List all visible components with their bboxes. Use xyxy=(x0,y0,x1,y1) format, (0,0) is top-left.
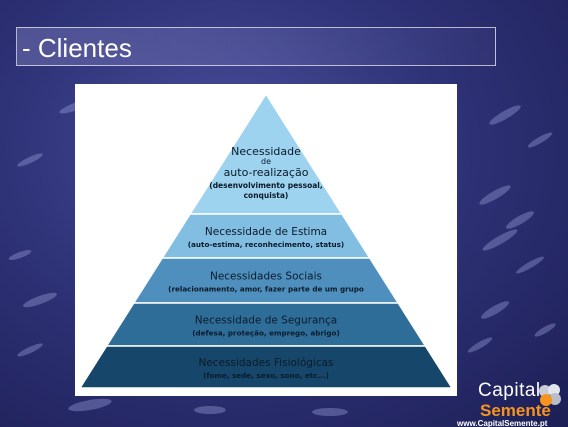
pyramid-level-4-label: Necessidade de Segurança xyxy=(195,315,338,327)
title-box xyxy=(16,27,496,66)
pyramid-level-2-detail: (auto-estima, reconhecimento, status) xyxy=(188,240,344,249)
slide-title: - Clientes xyxy=(22,33,132,63)
logo-capital-text: Capital xyxy=(478,380,541,401)
pyramid-level-1-label: de xyxy=(261,157,271,166)
pyramid-level-5-detail: (fome, sede, sexo, sono, etc...) xyxy=(203,371,329,380)
pyramid-level-3-detail: (relacionamento, amor, fazer parte de um… xyxy=(168,285,364,294)
logo-flower-icon xyxy=(539,384,561,406)
pyramid-level-4-detail: (defesa, proteção, emprego, abrigo) xyxy=(192,329,340,338)
pyramid-level-5-label: Necessidades Fisiológicas xyxy=(198,357,333,369)
pyramid-level-1-detail: (desenvolvimento pessoal, xyxy=(209,181,323,190)
logo-url-text: www.CapitalSemente.pt xyxy=(457,419,548,427)
logo-semente-text: Semente xyxy=(480,401,551,420)
pyramid-level-1-label: Necessidade xyxy=(231,145,301,158)
pyramid-level-2-label: Necessidade de Estima xyxy=(205,226,327,238)
pyramid-level-1-label: auto-realização xyxy=(224,166,309,179)
pyramid-level-5 xyxy=(78,345,454,389)
pyramid-level-1-detail: conquista) xyxy=(244,191,289,200)
pyramid-level-3-label: Necessidades Sociais xyxy=(210,271,322,283)
